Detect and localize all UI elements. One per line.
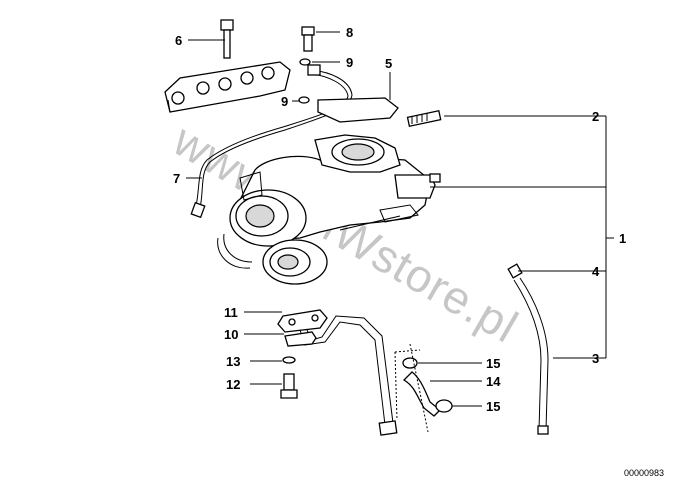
turbo-gasket [317,97,399,123]
leader-lines [186,31,614,407]
callout-5: 5 [385,56,392,71]
gasket-10 [284,331,317,347]
bolt-12 [280,373,298,399]
fitting-4 [507,263,523,279]
oil-return-pipe [277,309,398,436]
callout-7: 7 [173,171,180,186]
callout-2: 2 [592,109,599,124]
callout-6: 6 [175,33,182,48]
callout-14: 14 [486,374,501,389]
washer-13 [282,356,296,364]
callout-10: 10 [224,327,238,342]
callout-8: 8 [346,25,353,40]
bolt-8 [301,26,315,52]
exhaust-manifold [164,61,291,113]
callout-9-lower: 9 [281,94,288,109]
document-id: 00000983 [624,468,664,478]
clamp-15-lower [435,399,453,413]
callout-11: 11 [224,305,238,320]
pipe-3 [513,277,549,435]
callout-4: 4 [592,264,600,279]
callout-3: 3 [592,351,599,366]
callout-15-upper: 15 [486,356,500,371]
turbocharger [217,134,441,285]
callout-1: 1 [619,231,626,246]
stud-2 [406,109,442,127]
hose-14 [402,371,441,417]
callout-15-lower: 15 [486,399,500,414]
callout-13: 13 [226,354,240,369]
bolt-6 [220,19,234,59]
oil-feed-pipe [190,64,353,219]
callout-9-upper: 9 [346,55,353,70]
callout-12: 12 [226,377,240,392]
clamp-15-upper [402,357,418,369]
washer-9-lower [298,96,310,104]
washer-9-upper [299,58,311,66]
